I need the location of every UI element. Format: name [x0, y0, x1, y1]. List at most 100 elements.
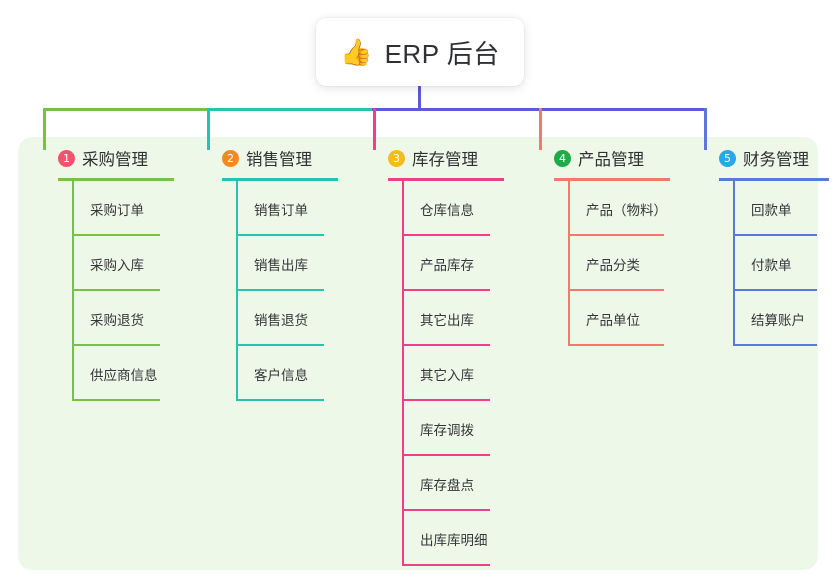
column-header[interactable]: 4 产品管理: [532, 146, 684, 170]
column-title: 财务管理: [743, 151, 809, 169]
list-item[interactable]: 其它入库: [402, 346, 518, 401]
column-title: 产品管理: [578, 151, 644, 169]
list-item[interactable]: 采购退货: [72, 291, 188, 346]
connector-drop-库存管理: [373, 108, 376, 150]
list-item-label: 出库库明细: [420, 532, 488, 548]
list-item-label: 采购入库: [90, 257, 144, 273]
list-item-underline: [236, 399, 324, 401]
list-item-underline: [402, 509, 490, 511]
list-item[interactable]: 采购入库: [72, 236, 188, 291]
list-item-underline: [402, 344, 490, 346]
list-item-underline: [402, 454, 490, 456]
list-item[interactable]: 产品库存: [402, 236, 518, 291]
list-item[interactable]: 销售订单: [236, 181, 352, 236]
column-title: 销售管理: [246, 151, 312, 169]
list-item-underline: [402, 234, 490, 236]
column-header-underline: [719, 178, 829, 181]
bus-segment-1: [43, 108, 207, 111]
list-item-label: 销售退货: [254, 312, 308, 328]
column-spine-line: [733, 181, 735, 346]
list-item-label: 库存盘点: [420, 477, 474, 493]
list-item-label: 产品（物料）: [586, 202, 667, 218]
list-item[interactable]: 仓库信息: [402, 181, 518, 236]
list-item-underline: [568, 289, 664, 291]
connector-drop-销售管理: [207, 108, 210, 150]
list-item[interactable]: 结算账户: [733, 291, 839, 346]
list-item-underline: [236, 344, 324, 346]
list-item-label: 仓库信息: [420, 202, 474, 218]
list-item[interactable]: 回款单: [733, 181, 839, 236]
column-number-badge: 3: [388, 149, 405, 167]
thumbs-up-icon: 👍: [340, 37, 373, 67]
column-header[interactable]: 3 库存管理: [366, 146, 518, 170]
list-item[interactable]: 付款单: [733, 236, 839, 291]
list-item[interactable]: 客户信息: [236, 346, 352, 401]
list-item[interactable]: 采购订单: [72, 181, 188, 236]
list-item[interactable]: 库存盘点: [402, 456, 518, 511]
diagram-background-panel: [18, 137, 818, 570]
list-item[interactable]: 出库库明细: [402, 511, 518, 566]
root-node-card[interactable]: 👍 ERP 后台: [316, 18, 524, 86]
column-spine-line: [402, 181, 404, 566]
list-item-label: 供应商信息: [90, 367, 158, 383]
list-item-underline: [402, 564, 490, 566]
connector-drop-财务管理: [704, 108, 707, 150]
column-库存管理: 3 库存管理仓库信息产品库存其它出库其它入库库存调拨库存盘点出库库明细: [366, 146, 518, 566]
column-items: 采购订单采购入库采购退货供应商信息: [72, 181, 188, 401]
root-stem-line: [418, 86, 421, 110]
list-item-underline: [72, 234, 160, 236]
list-item-underline: [402, 399, 490, 401]
column-spine-line: [72, 181, 74, 401]
list-item-label: 产品单位: [586, 312, 640, 328]
list-item-underline: [236, 289, 324, 291]
list-item-label: 库存调拨: [420, 422, 474, 438]
list-item-label: 采购退货: [90, 312, 144, 328]
list-item[interactable]: 产品（物料）: [568, 181, 684, 236]
column-items: 回款单付款单结算账户: [733, 181, 839, 346]
column-number-badge: 5: [719, 149, 736, 167]
column-财务管理: 5 财务管理回款单付款单结算账户: [697, 146, 839, 346]
list-item[interactable]: 供应商信息: [72, 346, 188, 401]
page-title: ERP 后台: [384, 38, 500, 69]
list-item-label: 销售出库: [254, 257, 308, 273]
list-item[interactable]: 销售退货: [236, 291, 352, 346]
list-item[interactable]: 销售出库: [236, 236, 352, 291]
list-item-underline: [568, 344, 664, 346]
column-header[interactable]: 5 财务管理: [697, 146, 839, 170]
column-header-underline: [554, 178, 670, 181]
column-产品管理: 4 产品管理产品（物料） 产品分类产品单位: [532, 146, 684, 346]
list-item-label: 结算账户: [751, 312, 805, 328]
column-spine-line: [236, 181, 238, 401]
list-item-underline: [236, 234, 324, 236]
list-item[interactable]: 产品分类: [568, 236, 684, 291]
column-number-badge: 2: [222, 149, 239, 167]
list-item-label: 产品分类: [586, 257, 640, 273]
list-item-label: 销售订单: [254, 202, 308, 218]
bus-segment-2: [207, 108, 373, 111]
connector-drop-采购管理: [43, 108, 46, 150]
column-header-underline: [58, 178, 174, 181]
list-item[interactable]: 库存调拨: [402, 401, 518, 456]
column-number-badge: 4: [554, 149, 571, 167]
column-header-underline: [388, 178, 504, 181]
column-items: 仓库信息产品库存其它出库其它入库库存调拨库存盘点出库库明细: [402, 181, 518, 566]
column-items: 销售订单销售出库销售退货客户信息: [236, 181, 352, 401]
list-item-label: 采购订单: [90, 202, 144, 218]
list-item-underline: [72, 344, 160, 346]
list-item-underline: [733, 234, 817, 236]
column-title: 库存管理: [412, 151, 478, 169]
list-item-label: 产品库存: [420, 257, 474, 273]
list-item-underline: [72, 289, 160, 291]
list-item-label: 其它入库: [420, 367, 474, 383]
list-item-underline: [733, 289, 817, 291]
column-title: 采购管理: [82, 151, 148, 169]
list-item-underline: [733, 344, 817, 346]
column-header[interactable]: 2 销售管理: [200, 146, 352, 170]
list-item-label: 付款单: [751, 257, 792, 273]
column-销售管理: 2 销售管理销售订单销售出库销售退货客户信息: [200, 146, 352, 401]
list-item[interactable]: 其它出库: [402, 291, 518, 346]
list-item[interactable]: 产品单位: [568, 291, 684, 346]
list-item-underline: [402, 289, 490, 291]
